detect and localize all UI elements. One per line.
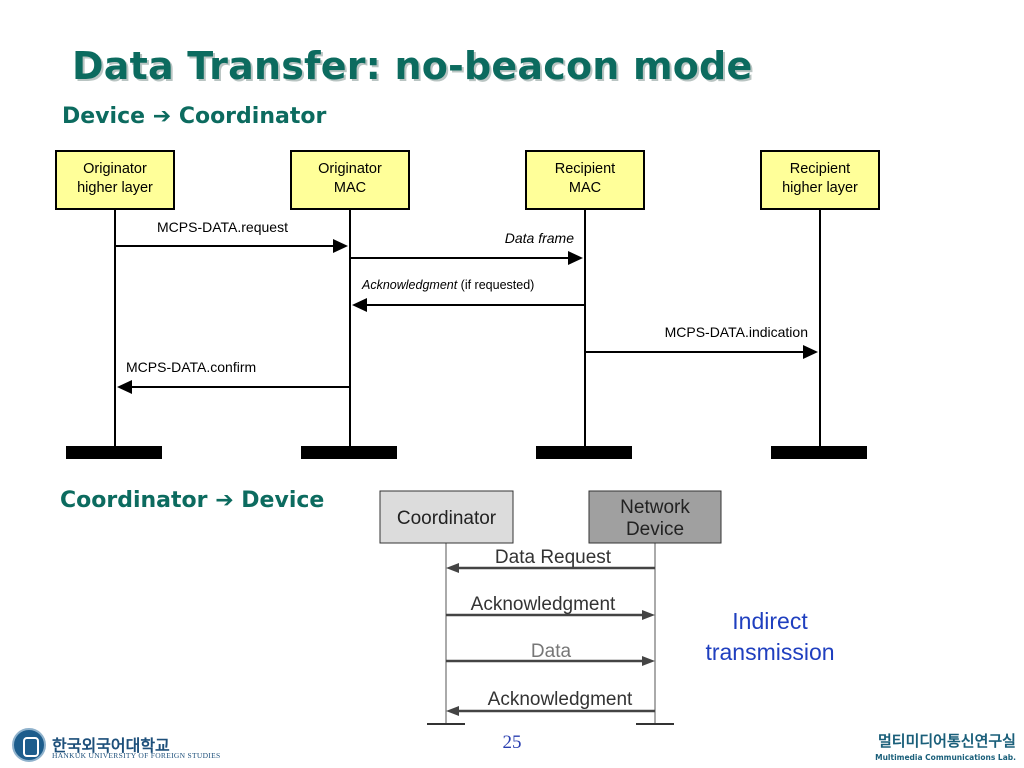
lifeline-end-bar [301,446,397,459]
entity-label: MAC [334,180,366,196]
entity-label: Coordinator [397,508,497,529]
section-heading-left: Coordinator [60,488,208,513]
university-name-ko: 한국외국어대학교 [52,736,170,755]
section-heading-device-to-coordinator: Device ➔ Coordinator [62,104,326,129]
arrowhead-icon [446,563,459,573]
entity-label: Originator [83,161,147,177]
entity-label: Originator [318,161,382,177]
section-heading-right: Device [241,488,325,513]
right-arrow-icon: ➔ [215,488,234,513]
lab-name-ko: 멀티미디어통신연구실 [877,732,1016,750]
right-arrow-icon: ➔ [152,104,172,129]
indirect-transmission-note: Indirect transmission [690,606,850,668]
message-label: Data [531,641,572,662]
arrowhead-icon [117,380,132,394]
entity-label: Recipient [555,161,615,177]
indirect-note-line: Indirect [732,608,808,634]
section-heading-right: Coordinator [178,104,327,129]
lab-logo: 멀티미디어통신연구실 Multimedia Communications Lab… [858,730,1016,764]
entity-box-network_device [588,490,722,544]
entity-box-orig_hl [55,150,175,210]
lab-name-en: Multimedia Communications Lab. [875,753,1016,762]
message-label: Acknowledgment [488,689,633,710]
university-name-en: HANKUK UNIVERSITY OF FOREIGN STUDIES [52,751,221,760]
entity-box-coordinator [379,490,514,544]
message-label: MCPS-DATA.confirm [126,359,256,375]
university-seal-icon [12,728,46,762]
message-label: Acknowledgment (if requested) [361,278,534,292]
indirect-note-line: transmission [705,639,835,665]
message-label: Data Request [495,547,612,568]
page-number: 25 [502,732,522,753]
arrowhead-icon [446,706,459,716]
entity-label: Network [620,497,690,518]
section-heading-coordinator-to-device: Coordinator ➔ Device [60,488,324,513]
arrowhead-icon [568,251,583,265]
entity-box-orig_mac [290,150,410,210]
slide-title: Data Transfer: no-beacon mode [72,44,753,88]
arrowhead-icon [803,345,818,359]
arrowhead-icon [333,239,348,253]
lifeline-end-bar [536,446,632,459]
entity-label: MAC [569,180,601,196]
entity-label: Device [626,519,684,540]
arrowhead-icon [642,610,655,620]
section-heading-left: Device [62,104,146,129]
message-label: Acknowledgment [471,594,616,615]
entity-box-rec_mac [525,150,645,210]
entity-label: higher layer [77,180,153,196]
message-label: MCPS-DATA.request [157,219,288,235]
entity-label: Recipient [790,161,850,177]
university-logo: 한국외국어대학교 HANKUK UNIVERSITY OF FOREIGN ST… [12,728,220,764]
message-label: MCPS-DATA.indication [665,324,808,340]
entity-label: higher layer [782,180,858,196]
arrowhead-icon [352,298,367,312]
lifeline-end-bar [771,446,867,459]
entity-box-rec_hl [760,150,880,210]
message-label: Data frame [505,230,574,246]
lifeline-end-bar [66,446,162,459]
arrowhead-icon [642,656,655,666]
